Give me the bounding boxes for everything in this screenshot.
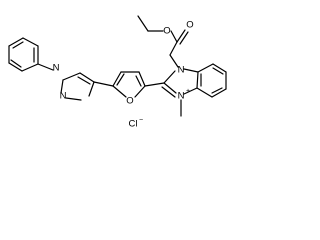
bond-c3a-n3 [183,87,198,95]
bond-pz-c3-c4-double [77,76,91,85]
chloride-label: Cl [129,119,138,130]
bond-n1-c7a [183,68,199,73]
bond-ph-4-double [12,41,24,49]
bond-ph-1 [21,63,39,72]
bond-carbonyl-double-a [176,29,186,43]
bond-c7a-c3a [196,71,199,89]
bond-ph-2 [8,62,23,72]
bond-furan-c2-c3 [112,71,122,87]
bond-furan-o-c2 [112,85,127,98]
bond-carbonyl-double-b [179,31,189,45]
benzimidazole-n1-label: N [178,65,185,76]
benzimidazolium-ring [161,63,227,117]
ester-oxygen-label: O [163,26,170,37]
chemical-structure-diagram: O O N N + O N N Cl − [8,15,227,130]
bond-pz-c3-c4 [79,72,95,83]
benzimidazole-n3-charge: + [186,88,190,95]
bond-ethyl-ch3-ch2 [137,15,149,32]
bond-benzo-1 [197,63,214,73]
benzimidazole-n3-label: N [178,91,185,102]
chloride-charge: − [139,117,143,124]
bond-furan-pyrazole [93,81,114,87]
bond-furan-c5-o [134,85,146,98]
bond-c2-n1 [163,70,176,84]
bond-furan-c4-c5 [138,71,146,87]
bond-n-phenyl [37,63,54,71]
bond-n3-c2-double [161,86,176,98]
bond-n3-c2 [163,82,177,94]
carbonyl-oxygen-label: O [186,20,193,31]
bond-benzo-5 [196,87,213,98]
ethyl-ester-group [137,15,189,68]
bond-pz-n1-n2 [65,97,82,101]
bond-pz-c5-n1 [60,79,64,94]
bond-carbonyl-c-ch2 [169,41,178,56]
bond-pz-c4-c5 [62,72,81,81]
bond-ph-2-double [10,59,22,68]
bond-benzo-4 [211,88,227,98]
bond-ch2-n1 [169,54,179,68]
pyrazole-n2-label: N [60,91,67,102]
bond-pz-n2-c3 [88,81,95,97]
pyrazole-ring [60,72,114,101]
bond-benzo-2 [212,63,227,73]
bond-furan-c2-c3-double [116,73,125,86]
bond-ph-4 [8,37,24,47]
bond-ph-5 [22,37,39,47]
furan-oxygen-label: O [126,96,133,107]
bond-o-carbonyl-c [170,30,178,43]
furan-ring [112,71,165,98]
bond-furan-c4-c5-double [135,75,142,87]
bond-benzo-2-double [212,67,224,75]
bond-c2-furan [144,82,165,87]
bond-benzo-4-double [211,87,223,94]
pyrazole-n1-label: N [53,63,60,74]
atom-labels: O O N N + O N N Cl − [53,20,194,130]
phenyl-ring [8,37,54,72]
